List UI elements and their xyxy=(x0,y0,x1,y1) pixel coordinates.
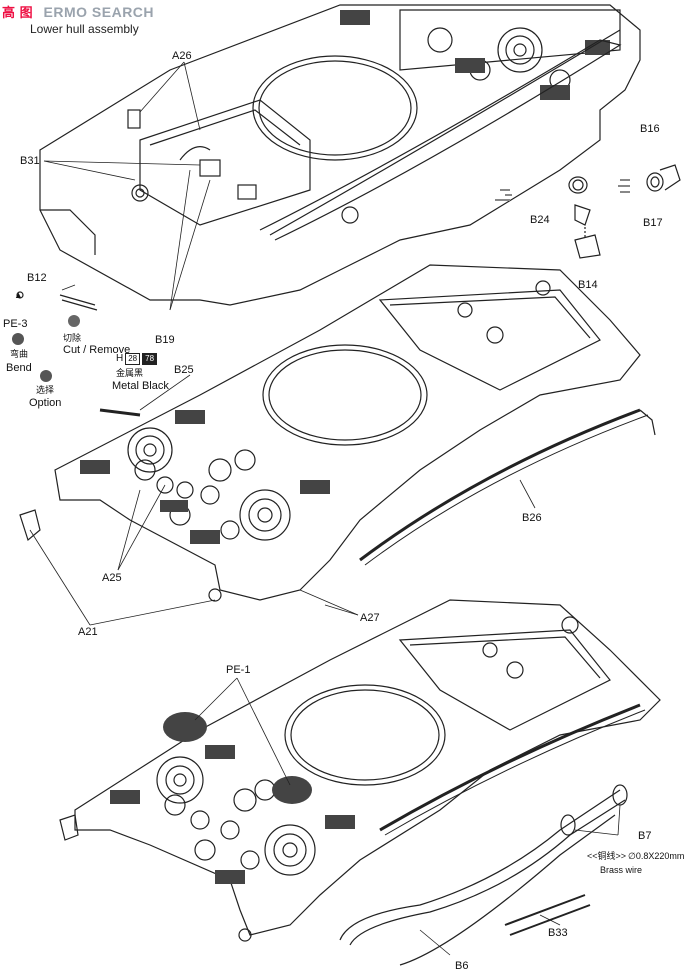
hull-top xyxy=(39,4,641,306)
bend-icon xyxy=(12,333,24,345)
label-b33: B33 xyxy=(548,927,568,939)
label-a25: A25 xyxy=(102,572,122,584)
watermark: 高 图 ERMO SEARCH xyxy=(2,2,154,21)
cut-cn: 切除 xyxy=(63,333,82,343)
leaders-top xyxy=(43,61,211,311)
brass-wire-prefix: <<铜线>> xyxy=(587,851,627,861)
label-b7: B7 xyxy=(638,830,652,842)
parts-b16-b24 xyxy=(495,164,681,259)
brass-wire-label: Brass wire xyxy=(600,865,643,875)
option-icon xyxy=(40,370,52,382)
label-b16: B16 xyxy=(640,123,660,135)
paint-letter: H xyxy=(116,353,124,364)
leaders-middle xyxy=(29,374,536,626)
watermark-text: ERMO SEARCH xyxy=(43,4,155,20)
leaders-bottom xyxy=(194,677,621,956)
logo-text: 高 图 xyxy=(2,5,34,20)
paint-num-1: 28 xyxy=(125,353,141,365)
part-b12 xyxy=(16,291,98,311)
hull-bottom xyxy=(59,599,661,966)
option-label: Option xyxy=(29,397,62,409)
section-title: Lower hull assembly xyxy=(30,22,139,36)
label-pe3: PE-3 xyxy=(3,318,28,330)
bend-label: Bend xyxy=(6,362,32,374)
paint-label: Metal Black xyxy=(112,380,169,392)
label-b24: B24 xyxy=(530,214,550,226)
label-b12: B12 xyxy=(27,272,47,284)
label-b19: B19 xyxy=(155,334,175,346)
cut-icon xyxy=(68,315,80,327)
bend-cn: 弯曲 xyxy=(10,349,29,359)
paint-cn: 金属黑 xyxy=(116,368,144,378)
label-b31: B31 xyxy=(20,155,40,167)
label-b17: B17 xyxy=(643,217,663,229)
brass-wire-size: ∅0.8X220mm xyxy=(628,851,685,861)
label-a26: A26 xyxy=(172,50,192,62)
cut-label: Cut / Remove xyxy=(63,344,131,356)
hull-middle xyxy=(19,264,656,602)
label-b14: B14 xyxy=(578,279,598,291)
label-a27: A27 xyxy=(360,612,380,624)
pe3-icon: ▲ xyxy=(14,290,23,300)
label-b25: B25 xyxy=(174,364,194,376)
label-a21: A21 xyxy=(78,626,98,638)
label-b6: B6 xyxy=(455,960,469,972)
paint-num-2: 78 xyxy=(142,353,158,365)
option-cn: 选择 xyxy=(36,385,55,395)
label-pe1: PE-1 xyxy=(226,664,251,676)
label-b26: B26 xyxy=(522,512,542,524)
